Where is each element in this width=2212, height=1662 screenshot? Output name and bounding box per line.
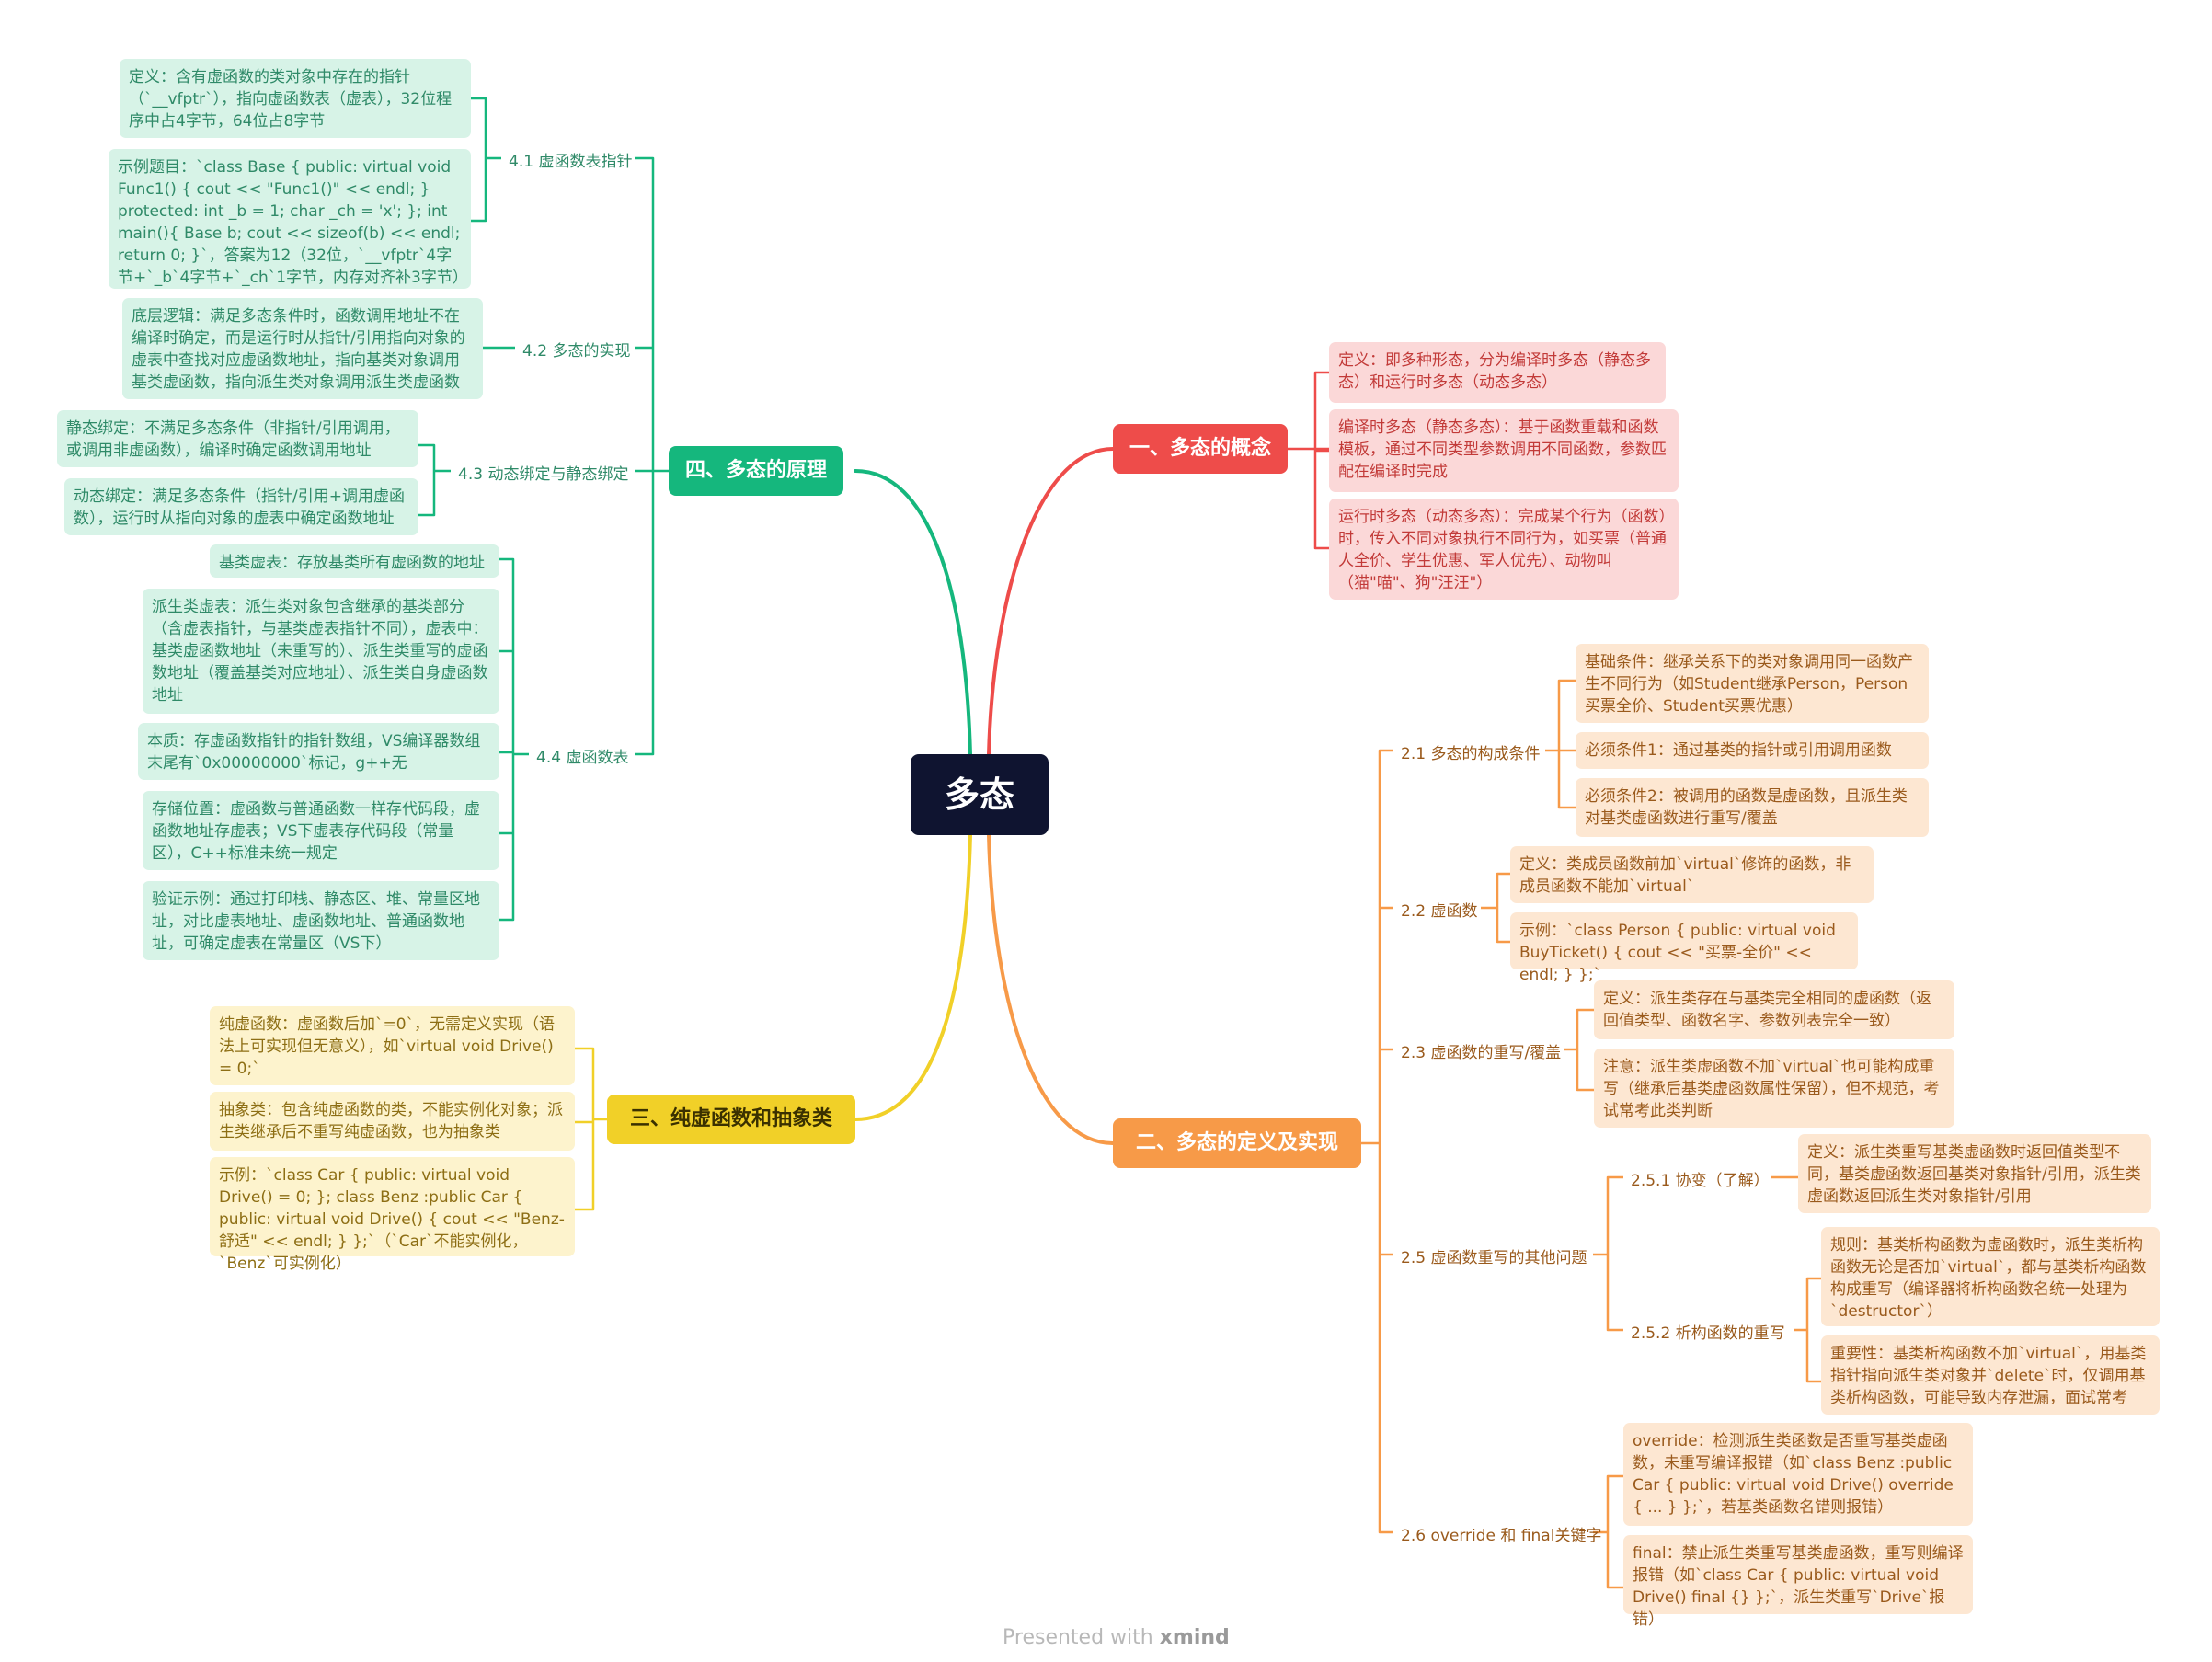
override-note[interactable]: 注意：派生类虚函数不加`virtual`也可能构成重写（继承后基类虚函数属性保留… <box>1594 1049 1954 1128</box>
connector-s26 <box>1591 1474 1625 1589</box>
connector-s43 <box>417 443 453 517</box>
topic-4-3-binding[interactable]: 4.3 动态绑定与静态绑定 <box>451 458 635 486</box>
dynamic-binding[interactable]: 动态绑定：满足多态条件（指针/引用+调用虚函数），运行时从指向对象的虚表中确定函… <box>64 478 418 535</box>
topic-2-2-virtual-function[interactable]: 2.2 虚函数 <box>1393 895 1481 923</box>
connector-s25 <box>1591 1175 1625 1332</box>
connector-root-b2 <box>987 833 1115 1145</box>
branch-concept[interactable]: 一、多态的概念 <box>1113 424 1289 474</box>
static-binding[interactable]: 静态绑定：不满足多态条件（非指针/引用调用，或调用非虚函数），编译时确定函数调用… <box>57 410 418 467</box>
topic-2-6-override-final[interactable]: 2.6 override 和 final关键字 <box>1393 1519 1601 1547</box>
footer-credit: Presented with xmind <box>1003 1626 1230 1649</box>
covariance-definition[interactable]: 定义：派生类重写基类虚函数时返回值类型不同，基类虚函数返回基类对象指针/引用，派… <box>1798 1134 2151 1213</box>
destructor-rule[interactable]: 规则：基类析构函数为虚函数时，派生类析构函数无论是否加`virtual`，都与基… <box>1821 1227 2160 1326</box>
connector-root-b1 <box>987 447 1115 756</box>
topic-4-4-vtable[interactable]: 4.4 虚函数表 <box>529 741 635 769</box>
footer-prefix: Presented with <box>1003 1626 1160 1649</box>
conditions-basic[interactable]: 基础条件：继承关系下的类对象调用同一函数产生不同行为（如Student继承Per… <box>1576 644 1929 723</box>
connector-root-b3 <box>854 833 972 1121</box>
connector-s252 <box>1792 1277 1823 1383</box>
vtable-derived-class[interactable]: 派生类虚表：派生类对象包含继承的基类部分（含虚表指针，与基类虚表指针不同），虚表… <box>143 589 499 714</box>
branch-definition-implementation[interactable]: 二、多态的定义及实现 <box>1113 1118 1361 1168</box>
connector-s41 <box>469 97 503 223</box>
root-topic[interactable]: 多态 <box>911 754 1049 835</box>
topic-2-3-override[interactable]: 2.3 虚函数的重写/覆盖 <box>1393 1037 1564 1064</box>
vfptr-definition[interactable]: 定义：含有虚函数的类对象中存在的指针（`__vfptr`），指向虚函数表（虚表）… <box>120 59 471 138</box>
abstract-class[interactable]: 抽象类：包含纯虚函数的类，不能实例化对象；派生类继承后不重写纯虚函数，也为抽象类 <box>210 1092 575 1151</box>
conditions-required-1[interactable]: 必须条件1：通过基类的指针或引用调用函数 <box>1576 732 1929 769</box>
branch-principle[interactable]: 四、多态的原理 <box>669 446 844 496</box>
abstract-class-example[interactable]: 示例：`class Car { public: virtual void Dri… <box>210 1157 575 1273</box>
connector-s21 <box>1543 679 1577 809</box>
implementation-underlying-logic[interactable]: 底层逻辑：满足多态条件时，函数调用地址不在编译时确定，而是运行时从指针/引用指向… <box>122 298 483 399</box>
concept-static-polymorphism[interactable]: 编译时多态（静态多态）：基于函数重载和函数模板，通过不同类型参数调用不同函数，参… <box>1329 409 1679 492</box>
topic-4-1-vfptr[interactable]: 4.1 虚函数表指针 <box>501 145 635 173</box>
topic-2-5-other-issues[interactable]: 2.5 虚函数重写的其他问题 <box>1393 1242 1593 1269</box>
connector-s23 <box>1562 1008 1596 1092</box>
connector-b3 <box>573 1047 609 1211</box>
connector-b4 <box>633 156 670 756</box>
topic-2-1-conditions[interactable]: 2.1 多态的构成条件 <box>1393 738 1545 765</box>
connector-s22 <box>1479 872 1512 944</box>
keyword-override[interactable]: override：检测派生类函数是否重写基类虚函数，未重写编译报错（如`clas… <box>1623 1423 1973 1526</box>
vtable-verification-example[interactable]: 验证示例：通过打印栈、静态区、堆、常量区地址，对比虚表地址、虚函数地址、普通函数… <box>143 881 499 960</box>
concept-definition[interactable]: 定义：即多种形态，分为编译时多态（静态多态）和运行时多态（动态多态） <box>1329 342 1666 403</box>
override-definition[interactable]: 定义：派生类存在与基类完全相同的虚函数（返回值类型、函数名字、参数列表完全一致） <box>1594 980 1954 1039</box>
topic-4-2-implementation[interactable]: 4.2 多态的实现 <box>515 335 635 362</box>
keyword-final[interactable]: final：禁止派生类重写基类虚函数，重写则编译报错（如`class Car {… <box>1623 1535 1973 1629</box>
vtable-base-class[interactable]: 基类虚表：存放基类所有虚函数的地址 <box>210 544 499 578</box>
concept-dynamic-polymorphism[interactable]: 运行时多态（动态多态）：完成某个行为（函数）时，传入不同对象执行不同行为，如买票… <box>1329 499 1679 600</box>
virtual-function-definition[interactable]: 定义：类成员函数前加`virtual`修饰的函数，非成员函数不能加`virtua… <box>1510 846 1874 903</box>
vtable-essence[interactable]: 本质：存虚函数指针的指针数组，VS编译器数组末尾有`0x00000000`标记，… <box>138 723 499 780</box>
connector-b2 <box>1359 749 1395 1534</box>
branch-pure-virtual-abstract[interactable]: 三、纯虚函数和抽象类 <box>607 1095 855 1144</box>
conditions-required-2[interactable]: 必须条件2：被调用的函数是虚函数，且派生类对基类虚函数进行重写/覆盖 <box>1576 778 1929 837</box>
connector-s44 <box>498 557 531 922</box>
virtual-function-example[interactable]: 示例：`class Person { public: virtual void … <box>1510 912 1858 984</box>
vfptr-example-question[interactable]: 示例题目：`class Base { public: virtual void … <box>109 149 471 289</box>
vtable-storage-location[interactable]: 存储位置：虚函数与普通函数一样存代码段，虚函数地址存虚表；VS下虚表存代码段（常… <box>143 791 499 870</box>
topic-2-5-1-covariance[interactable]: 2.5.1 协变（了解） <box>1623 1164 1771 1192</box>
destructor-importance[interactable]: 重要性：基类析构函数不加`virtual`，用基类指针指向派生类对象并`dele… <box>1821 1335 2160 1415</box>
footer-brand-logo: xmind <box>1159 1626 1230 1649</box>
connector-root-b4 <box>854 469 972 756</box>
topic-2-5-2-destructor[interactable]: 2.5.2 析构函数的重写 <box>1623 1317 1794 1345</box>
pure-virtual-function[interactable]: 纯虚函数：虚函数后加`=0`，无需定义实现（语法上可实现但无意义），如`virt… <box>210 1006 575 1085</box>
